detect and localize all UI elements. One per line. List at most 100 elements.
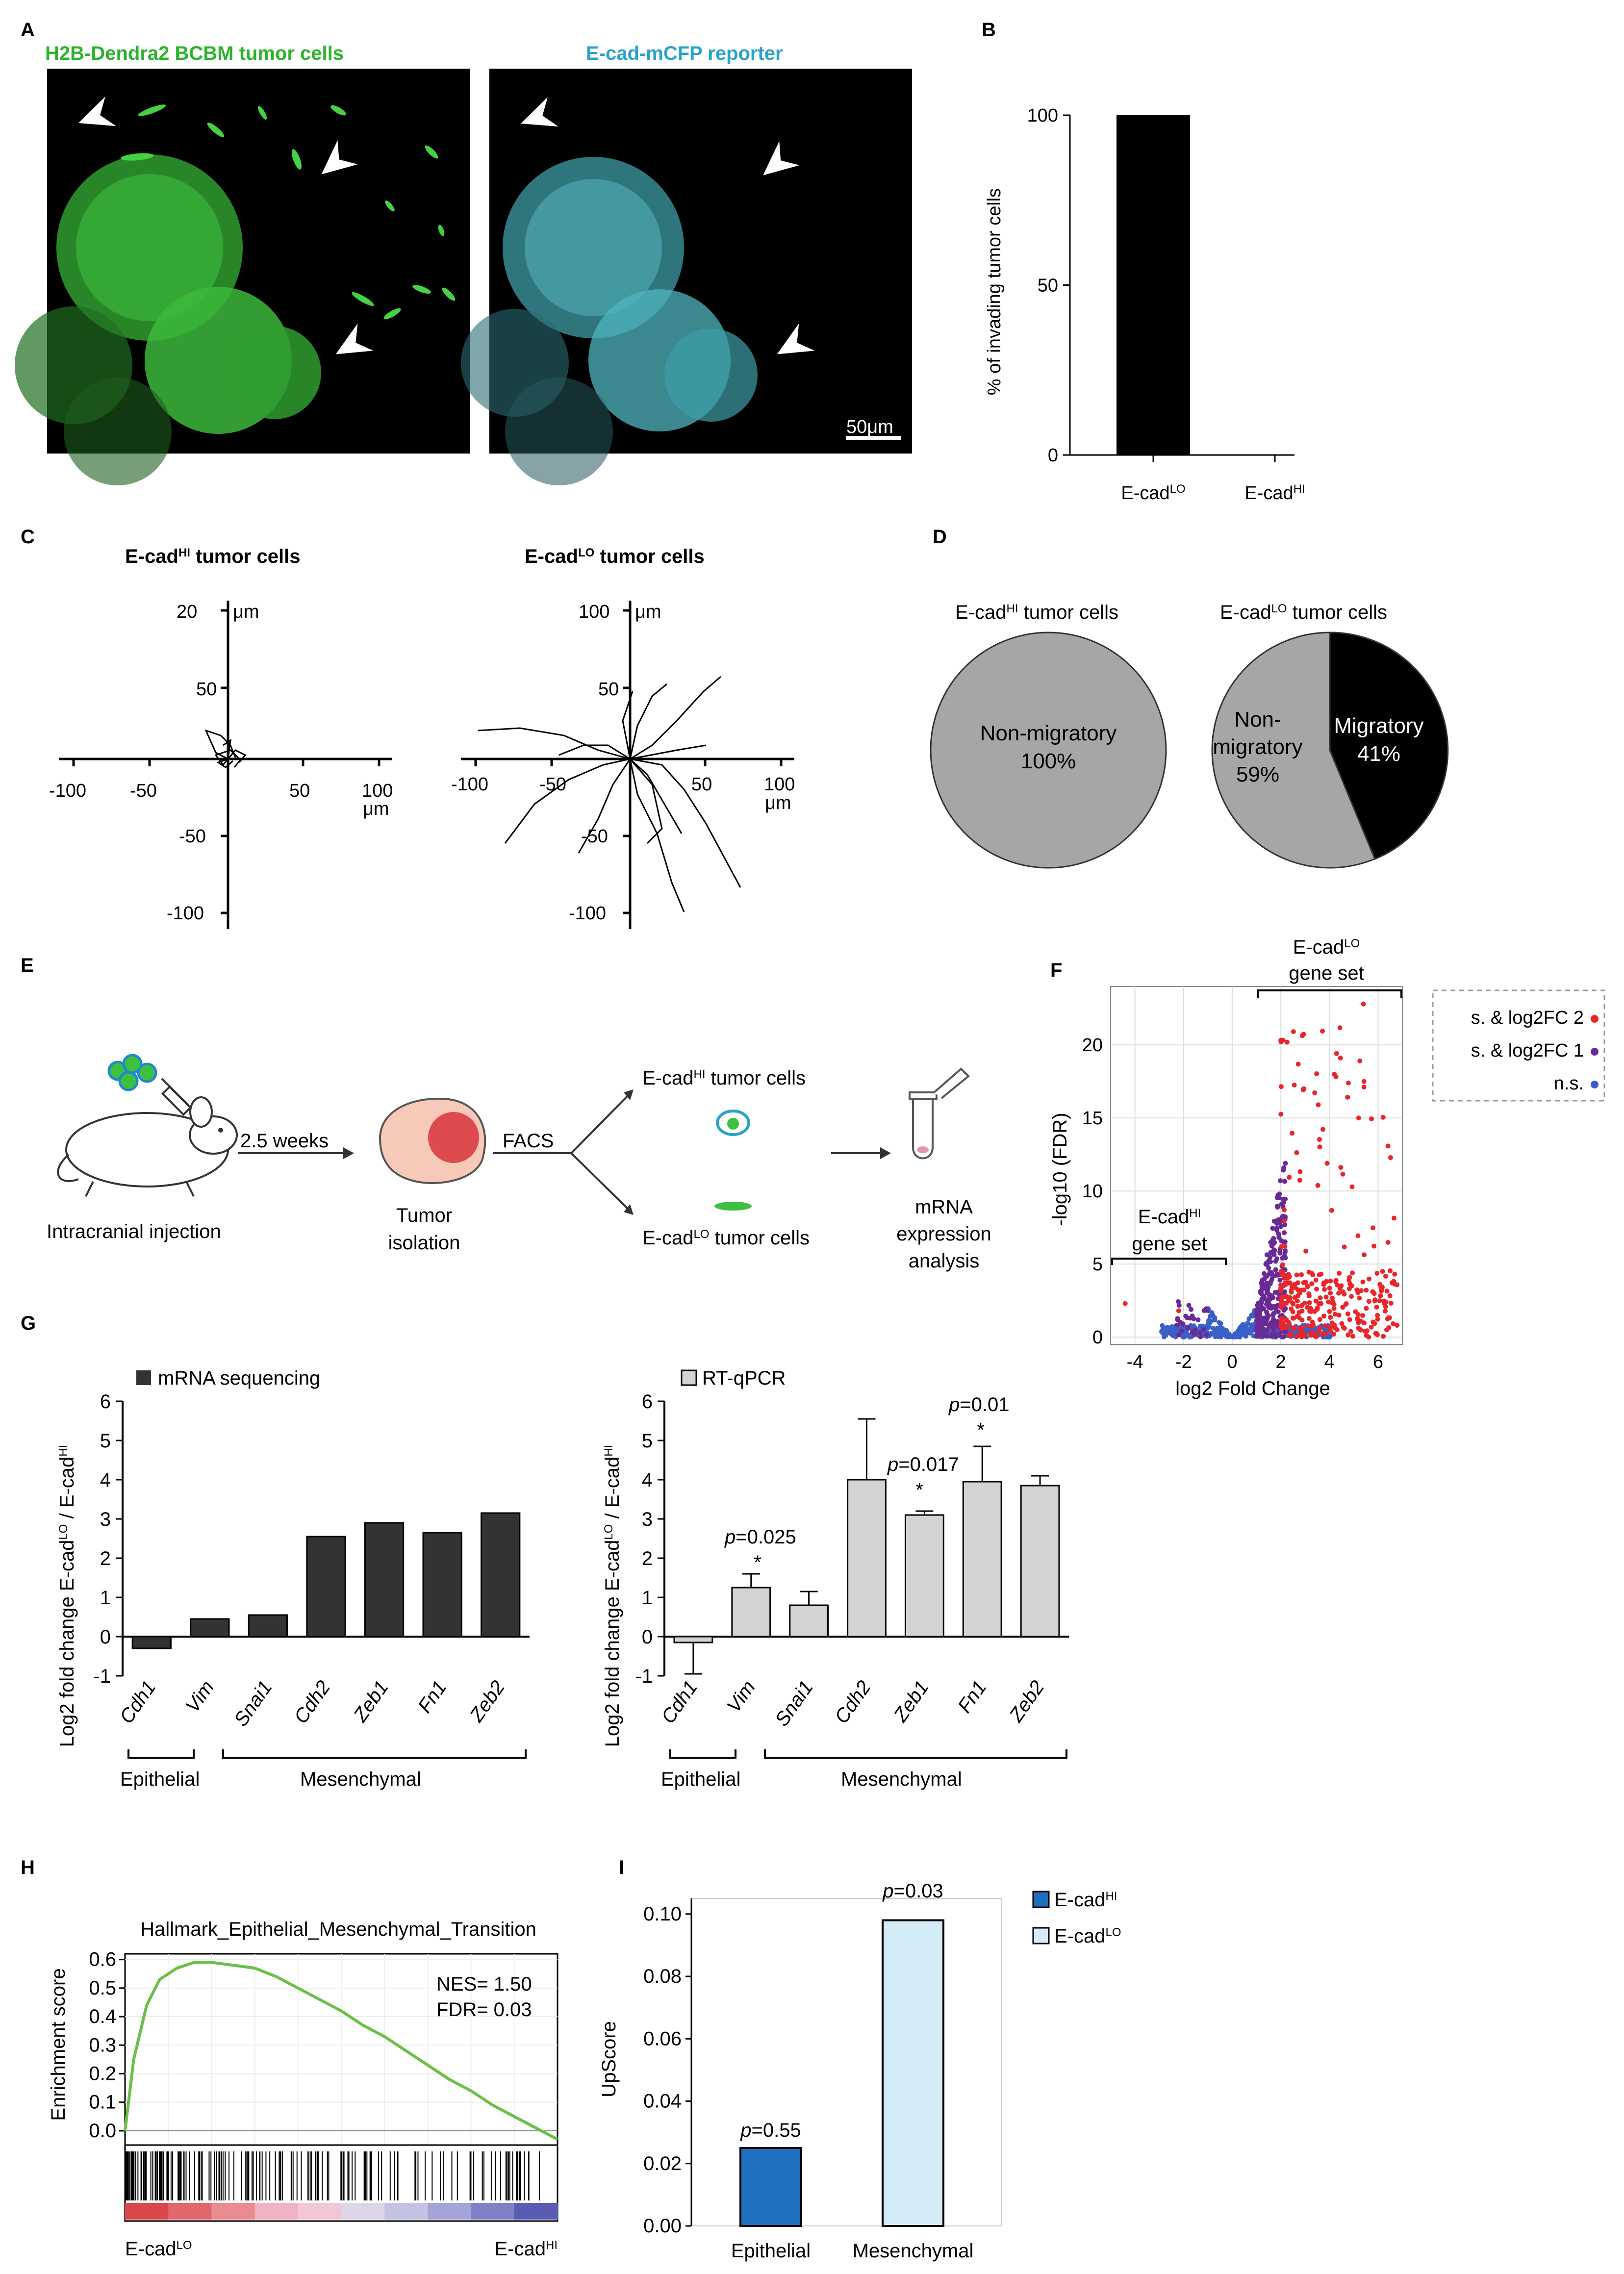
point-s2 (1280, 1316, 1285, 1321)
point-s2 (1386, 1325, 1392, 1330)
svg-text:mRNA: mRNA (915, 1196, 973, 1218)
point-s1 (1272, 1320, 1278, 1326)
point-s1 (1265, 1288, 1270, 1293)
panel-letter-h: H (21, 1857, 35, 1878)
y-tick-label: 2 (100, 1548, 111, 1569)
point-ns (1247, 1331, 1252, 1336)
point-s1 (1273, 1267, 1278, 1272)
svg-text:100: 100 (579, 602, 609, 622)
y-tick-label: 5 (642, 1430, 653, 1452)
point-s2 (1283, 1325, 1288, 1331)
point-s2 (1380, 1114, 1386, 1120)
point-s2 (1360, 1313, 1366, 1318)
svg-text:μm: μm (635, 602, 661, 622)
point-s2 (1349, 1294, 1354, 1299)
point-s2 (1322, 1287, 1327, 1292)
lo-gene-set-label-1: E-cadLO (1293, 936, 1360, 958)
panel-letter-g: G (21, 1313, 36, 1334)
point-s1 (1269, 1270, 1274, 1275)
point-ns (1170, 1333, 1176, 1339)
point-s2 (1290, 1300, 1295, 1306)
point-s2 (1320, 1127, 1326, 1132)
point-s2 (1345, 1332, 1351, 1338)
point-s1 (1257, 1314, 1263, 1319)
point-s1 (1266, 1265, 1271, 1271)
y-tick-label: 6 (100, 1391, 111, 1413)
enrichment-line (124, 1961, 558, 2141)
track-axes-hi (59, 601, 392, 929)
panel-a: H2B-Dendra2 BCBM tumor cells E-cad-mCFP … (15, 43, 912, 485)
point-s1 (1195, 1317, 1201, 1322)
y-tick-label: 0.5 (89, 1977, 116, 1999)
green-cell-clusters (15, 154, 321, 485)
point-s2 (1358, 1327, 1363, 1333)
point-s2 (1295, 1061, 1301, 1067)
point-s2 (1292, 1325, 1297, 1330)
y-axis-title: -log10 (FDR) (1049, 1112, 1071, 1226)
gsea-left-label: E-cadLO (125, 2238, 192, 2260)
point-s2 (1332, 1071, 1337, 1077)
y-tick-label: 2 (642, 1548, 653, 1569)
y-tick-label: 20 (1082, 1035, 1103, 1056)
point-s2 (1375, 1313, 1380, 1318)
hi-gene-set-label-2: gene set (1132, 1233, 1207, 1255)
point-s1 (1273, 1259, 1278, 1264)
point-s2 (1340, 1305, 1345, 1310)
point-s2 (1303, 1248, 1309, 1254)
injection-label: Intracranial injection (47, 1221, 221, 1242)
bar-snai1 (248, 1614, 288, 1638)
y-tick-label: 3 (642, 1509, 653, 1530)
point-s2 (1278, 1084, 1284, 1089)
point-s1 (1177, 1319, 1183, 1325)
x-tick-label: Fn1 (954, 1677, 991, 1717)
point-s2 (1299, 1317, 1305, 1323)
point-ns (1237, 1326, 1243, 1331)
point-s2 (1356, 1115, 1361, 1121)
panel-letter-c: C (21, 526, 35, 548)
point-s2 (1308, 1331, 1313, 1336)
point-s2 (1375, 1316, 1380, 1322)
point-s1 (1261, 1306, 1267, 1312)
point-s1 (1277, 1277, 1283, 1283)
point-s2 (1337, 1025, 1343, 1031)
hi-cell-nucleus (727, 1118, 739, 1130)
point-s1 (1274, 1204, 1280, 1209)
bar-vim (731, 1587, 771, 1638)
rank-segment (168, 2203, 212, 2220)
x-tick-label: Vim (723, 1677, 760, 1717)
point-s2 (1318, 1295, 1323, 1301)
point-s2 (1374, 1270, 1380, 1276)
point-s2 (1297, 1330, 1303, 1336)
point-s2 (1312, 1331, 1317, 1336)
point-ns (1160, 1323, 1165, 1328)
point-ns (1215, 1325, 1220, 1331)
point-s2 (1309, 1281, 1315, 1287)
legend-swatch-qpcr (681, 1369, 697, 1386)
x-tick-label: E-cadHI (1244, 482, 1305, 504)
point-s2 (1377, 1298, 1382, 1304)
y-tick-label: 0.4 (89, 2006, 116, 2027)
legend-seq-label: mRNA sequencing (158, 1367, 320, 1389)
y-tick-label: 0.04 (643, 2091, 682, 2112)
point-s2 (1343, 1302, 1348, 1307)
upscore-y-title: UpScore (598, 2021, 620, 2097)
tube-icon (909, 1067, 970, 1160)
point-s1 (1265, 1333, 1270, 1338)
legend-lo-label: E-cadLO (1054, 1925, 1121, 1947)
point-ns (1169, 1324, 1174, 1330)
mouse-icon (57, 1096, 238, 1197)
g-right-epi-bracket (669, 1749, 736, 1759)
point-s2 (1364, 1288, 1369, 1293)
point-s2 (1294, 1272, 1299, 1278)
point-s2 (1328, 1290, 1333, 1296)
point-s2 (1347, 1281, 1353, 1287)
pie-lo-slice-migratory (1329, 632, 1449, 860)
rank-segment (298, 2203, 342, 2220)
point-ns (1191, 1323, 1196, 1329)
point-s2 (1333, 1279, 1339, 1285)
point-s2 (1281, 1207, 1287, 1213)
green-invading-cells (121, 104, 456, 320)
point-s2 (1316, 1102, 1321, 1108)
pie-hi-slice-nonmigratory (930, 632, 1167, 869)
